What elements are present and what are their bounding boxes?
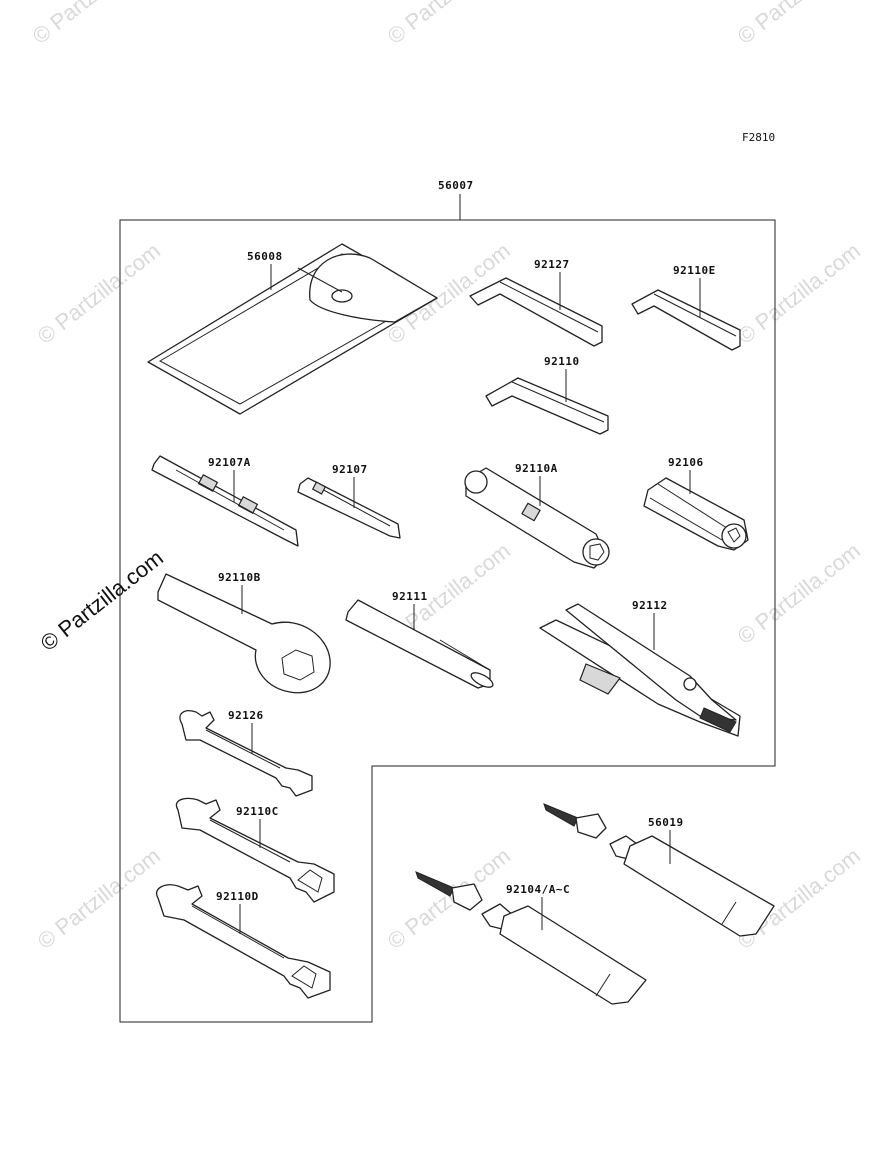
part-label-56019: 56019 (648, 816, 684, 829)
box-wrench-92110A: 92110A (464, 462, 610, 569)
watermark-text: © Partzilla.com (733, 0, 865, 49)
part-label-92107A: 92107A (208, 456, 251, 469)
part-label-92127: 92127 (534, 258, 570, 271)
part-label-92110E: 92110E (673, 264, 716, 277)
kit-boundary-frame (119, 219, 776, 1023)
part-label-92107: 92107 (332, 463, 368, 476)
watermark-text: © Partzilla.com (33, 238, 165, 349)
watermark-text: © Partzilla.com (383, 843, 515, 954)
part-label-92110D: 92110D (216, 890, 259, 903)
part-label-92110: 92110 (544, 355, 580, 368)
part-label-92126: 92126 (228, 709, 264, 722)
part-label-92110C: 92110C (236, 805, 279, 818)
part-label-92106: 92106 (668, 456, 704, 469)
watermark-primary-text: © Partzilla.com (36, 545, 168, 656)
tool-pouch-56008: 56008 (147, 243, 438, 415)
screwdriver-bit-92107: 92107 (297, 463, 401, 539)
kit-number-label: 56007 (438, 179, 474, 192)
handle-bar-92111: 92111 (345, 590, 494, 689)
open-wrench-92110D: 92110D (155, 884, 331, 999)
open-wrench-92110C: 92110C (175, 797, 335, 903)
watermark-text: © Partzilla.com (733, 538, 865, 649)
hex-key-92127: 92127 (469, 258, 603, 347)
grease-tube-56019: 56019 (543, 803, 775, 937)
part-label-92111: 92111 (392, 590, 428, 603)
watermark-text: © Partzilla.com (33, 843, 165, 954)
watermark-text: © Partzilla.com (733, 238, 865, 349)
part-label-56008: 56008 (247, 250, 283, 263)
pliers-92112: 92112 (539, 599, 741, 737)
watermark-text: © Partzilla.com (383, 0, 515, 49)
part-label-92112: 92112 (632, 599, 668, 612)
watermark-text: © Partzilla.com (28, 0, 160, 49)
hex-key-92110: 92110 (485, 355, 609, 435)
grease-tube-92104: 92104/A~C (415, 871, 647, 1005)
figure-code: F2810 (742, 131, 775, 144)
handle-extension-92106: 92106 (643, 456, 749, 551)
screwdriver-bit-92107A: 92107A (151, 455, 299, 547)
part-label-92110A: 92110A (515, 462, 558, 475)
watermark-group: © Partzilla.com © Partzilla.com © Partzi… (28, 0, 865, 954)
hex-key-92110E: 92110E (631, 264, 741, 351)
part-label-92104: 92104/A~C (506, 883, 570, 896)
ring-wrench-92110B: 92110B (157, 571, 331, 694)
open-wrench-92126: 92126 (179, 709, 313, 797)
part-label-92110B: 92110B (218, 571, 261, 584)
